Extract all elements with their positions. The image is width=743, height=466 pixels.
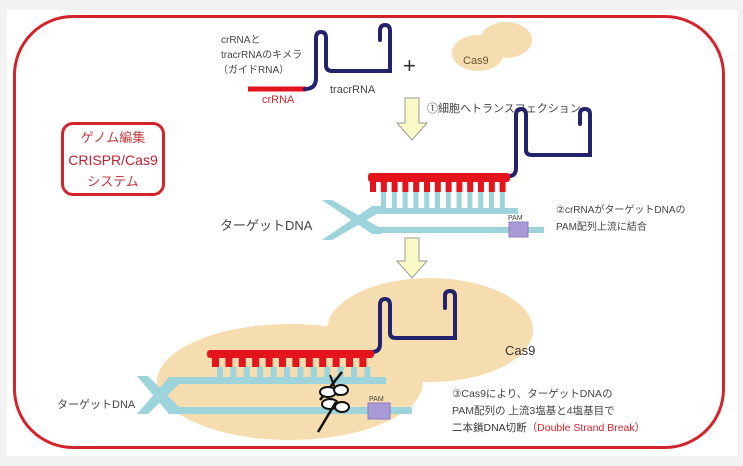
crrna-base [212, 356, 219, 367]
dna-base [257, 367, 264, 378]
dna-bases [381, 192, 505, 209]
crrna-base [305, 356, 313, 367]
step3-group: Cas9 PAM ターゲットDNA ③Cas9により、ターゲットDNAの PAM… [57, 278, 645, 440]
pam-label-cas9: PAM [369, 396, 384, 403]
dna-top-strand [378, 208, 518, 214]
crrna-base [488, 180, 495, 192]
target-dna-label-cas9: ターゲットDNA [57, 398, 136, 411]
dna-fork-b-cas9 [137, 377, 180, 414]
crrna-base [319, 356, 327, 367]
dna-top-strand-cas9 [178, 377, 386, 384]
dna-base [456, 192, 462, 209]
dna-base [478, 192, 484, 209]
dna-base [364, 367, 371, 378]
dna-base [297, 367, 304, 378]
crrna-base [370, 180, 376, 192]
tracrrna-strand [303, 22, 392, 91]
crrna-bases-cas9 [212, 356, 367, 367]
pam-box [508, 221, 529, 238]
dna-base [445, 192, 451, 209]
dna-base [467, 192, 473, 209]
dna-base [424, 192, 430, 209]
outer-frame [13, 15, 725, 449]
crrna-base [380, 180, 387, 192]
step3-desc-line3-main: 二本鎖DNA切断 [452, 421, 527, 434]
dna-base [381, 192, 386, 209]
dna-base [217, 367, 223, 378]
tracrrna-strand-bound [507, 106, 592, 178]
step3-desc-line1: ③Cas9により、ターゲットDNAの [452, 388, 612, 400]
guide-rna-group: crRNAと tracrRNAのキメラ （ガイドRNA） crRNA tracr… [218, 22, 392, 106]
step3-desc-highlight: （Double Strand Break） [527, 422, 645, 434]
step1-label: ①細胞へトランスフェクション [427, 102, 581, 115]
crrna-base [238, 356, 246, 367]
title-line-genome-editing: ゲノム編集 [80, 130, 146, 145]
pam-label: PAM [508, 215, 523, 222]
dna-base [499, 192, 505, 209]
dna-base [351, 367, 357, 378]
dna-base [435, 192, 440, 209]
crrna-base [478, 180, 484, 192]
crrna-base [467, 180, 474, 192]
crrna-base [346, 356, 353, 367]
crrna-bases [370, 180, 506, 192]
dna-bottom-strand-cas9 [178, 407, 412, 414]
crrna-base [499, 180, 506, 192]
crrna-backbone [368, 173, 510, 182]
cas9-label-large: Cas9 [505, 343, 535, 358]
guide-label-line1: crRNAと [221, 34, 260, 46]
step2-desc-line1: ②crRNAがターゲットDNAの [556, 203, 686, 216]
dna-fork-a [322, 200, 382, 234]
dna-bottom-strand [378, 227, 544, 233]
crrna-base [413, 180, 420, 192]
dna-base [391, 192, 397, 209]
crrna-base [402, 180, 409, 192]
cas9-protein-small: Cas9 [452, 22, 532, 71]
tracrrna-strand-cas9 [370, 288, 457, 354]
crrna-base [456, 180, 463, 192]
crrna-base [445, 180, 452, 192]
dna-base [413, 192, 419, 209]
crrna-base [292, 356, 300, 367]
crrna-base [359, 356, 367, 367]
title-line-crispr-cas9: CRISPR/Cas9 [68, 152, 158, 168]
target-dna-label: ターゲットDNA [220, 218, 313, 233]
dna-fork-b [322, 206, 382, 240]
down-arrow-2-icon [395, 237, 429, 279]
step3-desc-line2: PAM配列の 上流3塩基と4塩基目で [452, 404, 615, 417]
crrna-base [391, 180, 398, 192]
dna-base [402, 192, 408, 209]
crrna-backbone-cas9 [207, 350, 374, 358]
crrna-label: crRNA [262, 94, 295, 106]
guide-label-line3: （ガイドRNA） [218, 64, 289, 76]
dna-base [310, 367, 317, 378]
crrna-base [265, 356, 273, 367]
dna-base [324, 367, 331, 378]
dna-base [230, 367, 237, 378]
cas9-label-small: Cas9 [463, 55, 489, 67]
title-line-system: システム [87, 174, 139, 189]
tracrrna-label: tracrRNA [330, 84, 376, 96]
dna-base [270, 367, 277, 378]
dna-base [243, 367, 250, 378]
pam-box-cas9 [367, 402, 391, 420]
step2-group: PAM ターゲットDNA ②crRNAがターゲットDNAの PAM配列上流に結合 [220, 106, 686, 240]
crrna-base [279, 356, 286, 367]
dna-base [284, 367, 290, 378]
title-box: ゲノム編集 CRISPR/Cas9 システム [61, 122, 165, 196]
plus-sign: + [403, 53, 416, 78]
step3-desc-line3: 二本鎖DNA切断（Double Strand Break） [452, 421, 645, 434]
crrna-base [225, 356, 233, 367]
crrna-base [424, 180, 430, 192]
step2-desc-line2: PAM配列上流に結合 [556, 220, 647, 233]
guide-label-line2: tracrRNAのキメラ [221, 49, 302, 61]
dna-base [489, 192, 494, 209]
crrna-base [434, 180, 441, 192]
scissors-icon [316, 371, 350, 433]
crrna-base [332, 356, 340, 367]
crrna-base [252, 356, 260, 367]
down-arrow-1-icon [395, 97, 429, 141]
